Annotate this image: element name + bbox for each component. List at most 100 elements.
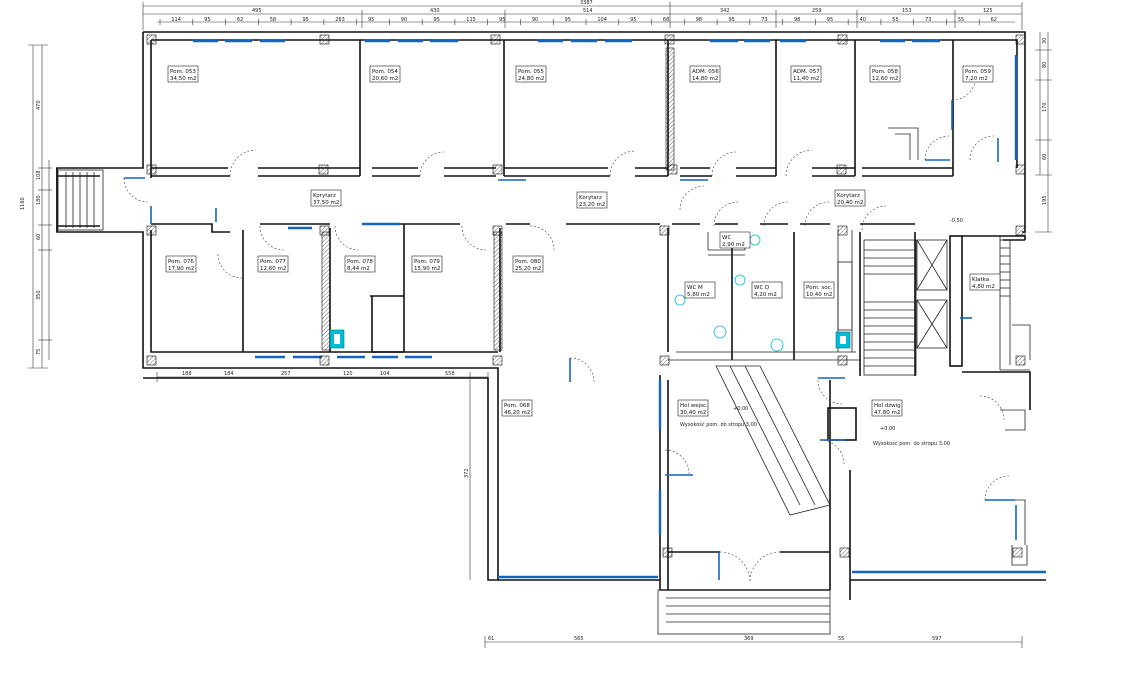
column-marker [146,355,157,366]
height-note: Wysokość pom. do stropu 3,00 [873,440,950,447]
room-label: WC M5,80 m2 [684,281,716,299]
dim-bottom-seg: 597 [932,636,942,642]
room-name: Pom. 054 [372,69,398,75]
room-label-box [512,255,544,273]
room-label-box [871,399,903,417]
room-label-box [369,65,401,83]
room-area: 7,20 m2 [965,76,988,82]
dim-top-detail: 95 [630,17,636,23]
room-area: 24,80 m2 [518,76,544,82]
room-area: 34,50 m2 [170,76,196,82]
dim-top-detail: 95 [204,17,210,23]
dim-top-detail: 62 [991,17,997,23]
dim-top-detail: 62 [237,17,243,23]
room-name: Pom. 059 [965,69,991,75]
dim-top-detail: 95 [827,17,833,23]
room-area: 17,90 m2 [168,266,194,272]
room-area: 4,80 m2 [972,284,995,290]
dim-bottom-seg: 558 [445,371,455,377]
room-label-box [751,281,783,299]
structural-columns [146,34,1026,558]
entrance-stairs-left [57,169,104,231]
dim-vertical-mid: 372 [464,468,470,478]
room-label-box [803,281,835,299]
right-dimension-lines: 30 80 170 60 195 [1035,32,1052,233]
dim-top-detail: 95 [499,17,505,23]
level-mark: +0,00 [733,406,748,412]
room-name: Pom. 068 [504,403,530,409]
washbasin-icon [770,338,784,352]
entrance-stairs-bottom [657,589,831,635]
dim-top-detail: 95 [368,17,374,23]
toilet-icon [734,274,746,286]
top-row-partitions [151,40,954,177]
windows [193,39,1046,579]
room-name: Pom. 078 [347,259,373,265]
dim-left-seg: 350 [36,290,42,300]
room-label-box [167,65,199,83]
dim-top-detail: 95 [565,17,571,23]
dim-bottom-seg: 61 [488,636,494,642]
room-label-box [689,65,721,83]
room-label-box [719,231,751,249]
room-label-box [684,281,716,299]
room-label-box [962,65,994,83]
room-name: WC [722,235,731,241]
dim-top-seg: 153 [902,8,912,14]
column-marker [837,355,848,366]
column-marker [146,34,157,45]
middle-walls [151,223,916,376]
room-label: WC2,90 m2 [719,231,751,249]
room-area: 10,40 m2 [806,292,832,298]
room-label: Pom. soc.10,40 m2 [803,281,835,299]
dim-top-detail: 55 [892,17,898,23]
dim-bottom-seg: 120 [343,371,353,377]
dim-right-seg: 60 [1042,154,1048,160]
column-marker [1015,225,1026,236]
room-area: 25,20 m2 [515,266,541,272]
dim-top-detail: 90 [532,17,538,23]
dim-left-seg: 108 [36,170,42,180]
dim-left-seg: 470 [36,100,42,110]
room-name: Pom. soc. [806,285,833,291]
dim-top-seg: 342 [720,8,730,14]
height-note: Wysokość pom. do stropu 3,00 [680,421,757,428]
room-area: 20,60 m2 [372,76,398,82]
room-name: Korytarz [313,193,336,199]
room-area: 2,90 m2 [722,242,745,248]
room-name: Pom. 076 [168,259,194,265]
room-label-box [344,255,376,273]
dim-right-seg: 30 [1042,38,1048,44]
dim-top-total: 3387 [580,0,593,6]
column-marker [490,34,501,45]
column-marker [492,355,503,366]
room-name: WC D [754,285,769,291]
elevator-shaft [916,239,948,291]
column-marker [662,547,673,558]
dim-top-detail: 114 [171,17,181,23]
room-name: Korytarz [837,193,860,199]
column-block [827,407,857,441]
lower-entrance-walls [498,365,1046,635]
dim-top-detail: 40 [860,17,866,23]
room-label-box [165,255,197,273]
dim-left-seg: 75 [36,349,42,355]
left-dimension-lines: 1160 470 108 180 60 350 75 [20,44,52,369]
dim-top-seg: 514 [583,8,593,14]
room-area: 12,60 m2 [872,76,898,82]
dim-top-detail: 104 [597,17,607,23]
dim-left-seg: 180 [36,195,42,205]
dim-top-seg: 495 [252,8,262,14]
column-marker [146,164,157,175]
room-name: Pom. 058 [872,69,898,75]
dim-top-detail: 90 [401,17,407,23]
column-marker [492,164,503,175]
column-marker [659,355,670,366]
